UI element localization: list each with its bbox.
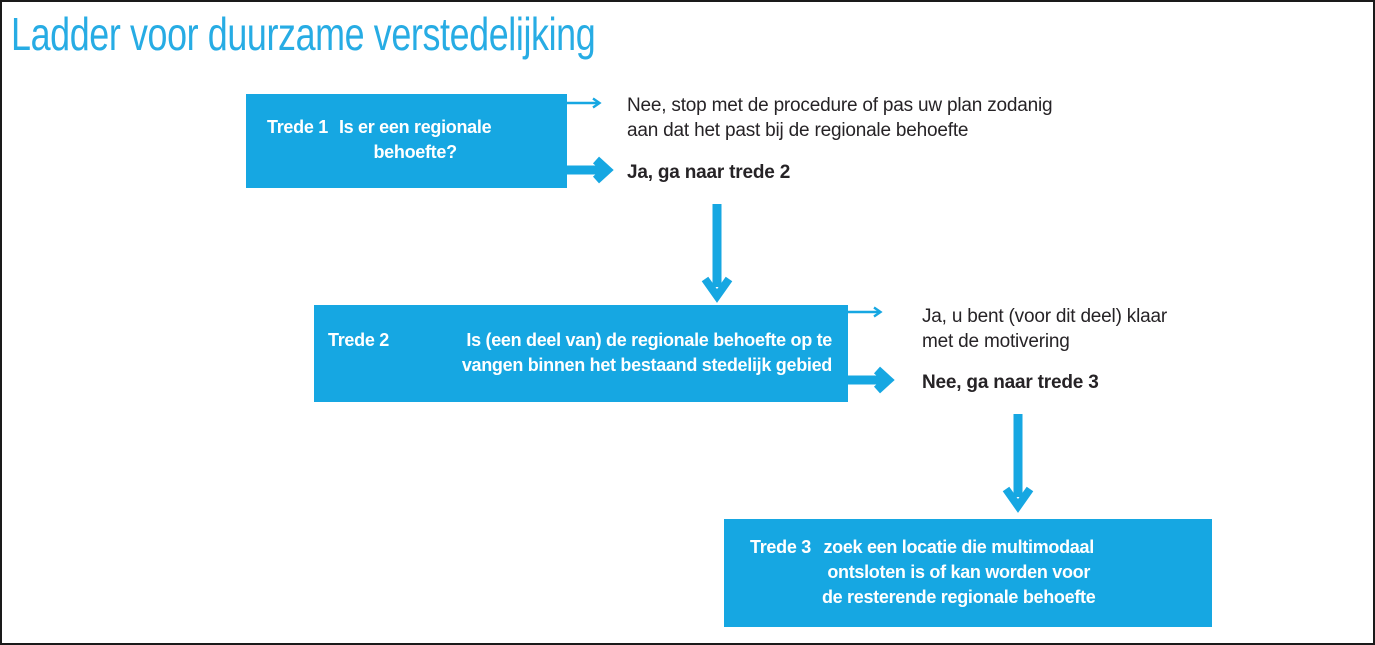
- step1-no-text: Nee, stop met de procedure of pas uw pla…: [627, 95, 1053, 141]
- down-arrow-head-icon: [1002, 486, 1034, 513]
- thick-arrow-head-icon: [873, 366, 895, 394]
- step1-yes-text: Ja, ga naar trede 2: [627, 162, 791, 183]
- arrow-down-to-step3-icon: [1002, 414, 1034, 513]
- step2-question: Is (een deel van) de regionale behoefte …: [461, 330, 832, 375]
- step2-label: Trede 2: [328, 330, 389, 350]
- step2-box: Trede 2 Is (een deel van) de regionale b…: [314, 305, 848, 402]
- step3-label: Trede 3: [750, 537, 811, 557]
- step1-branch-arrows-icon: [567, 97, 614, 184]
- step1-box: Trede 1 Is er een regionale behoefte?: [246, 94, 567, 188]
- step2-yes-text: Ja, u bent (voor dit deel) klaar met de …: [922, 306, 1167, 352]
- arrow-down-to-step2-icon: [701, 204, 733, 303]
- thin-arrow-head-icon: [592, 97, 602, 109]
- step1-label: Trede 1: [267, 117, 328, 137]
- diagram-title: Ladder voor duurzame verstedelijking: [11, 8, 596, 60]
- step2-branch-arrows-icon: [848, 306, 895, 394]
- step2-no-text: Nee, ga naar trede 3: [922, 372, 1099, 393]
- step3-question: zoek een locatie die multimodaal ontslot…: [821, 537, 1096, 607]
- step3-box: Trede 3 zoek een locatie die multimodaal…: [724, 519, 1212, 627]
- down-arrow-head-icon: [701, 276, 733, 303]
- thick-arrow-head-icon: [592, 156, 614, 184]
- step1-question: Is er een regionale behoefte?: [338, 117, 492, 162]
- thin-arrow-head-icon: [873, 306, 883, 318]
